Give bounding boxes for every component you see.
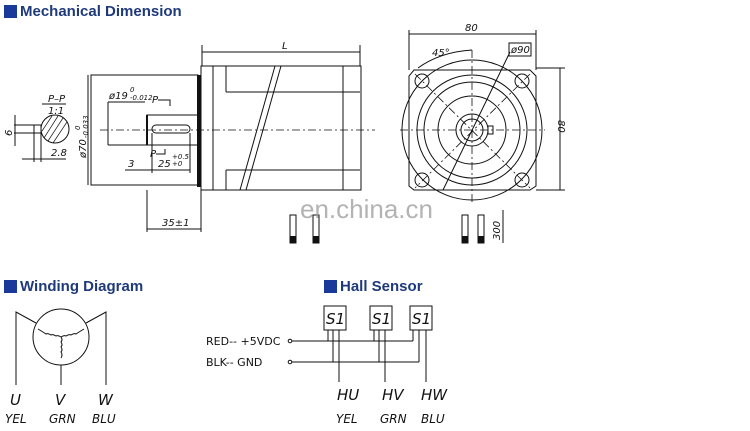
body-length-dim: L — [282, 41, 288, 52]
lead-length-dim: 300 — [492, 221, 503, 240]
hall-hu-label: HU — [337, 386, 359, 404]
sensor-2-label: S1 — [372, 310, 391, 328]
motor-front-view: 80 ø90 45° 80 300 — [400, 23, 566, 244]
key-depth-dim: 2.8 — [51, 148, 67, 159]
sensor-1-label: S1 — [326, 310, 345, 328]
shaft-tol-upper: 0 — [130, 86, 135, 94]
winding-diagram-header: Winding Diagram — [4, 278, 143, 295]
section-mark-bottom: P — [150, 149, 157, 160]
angle-dim: 45° — [432, 48, 450, 59]
section-label: P–P — [48, 94, 66, 105]
power-label: RED-- +5VDC — [206, 335, 281, 348]
pilot-tol-lower: -0.033 — [82, 115, 90, 138]
shaft-diameter-dim: ø19 — [108, 91, 128, 102]
flange-height-dim: 80 — [555, 120, 566, 133]
flange-width-dim: 80 — [465, 23, 478, 34]
bolt-circle-dim: ø90 — [510, 45, 530, 56]
hall-hw-label: HW — [421, 386, 448, 404]
pilot-diameter-dim: ø70 — [78, 139, 89, 159]
hall-hu-color: YEL — [336, 412, 358, 426]
hall-hv-color: GRN — [380, 412, 407, 426]
phase-v-color: GRN — [49, 412, 76, 426]
winding-diagram-title: Winding Diagram — [20, 278, 144, 295]
phase-w-label: W — [98, 391, 114, 409]
phase-u-color: YEL — [5, 412, 27, 426]
key-length-dim: 25 — [158, 159, 171, 170]
header-square-icon — [4, 280, 17, 293]
motor-side-view: L ø19 0 -0.012 P P ø70 0 -0.033 3 25 +0.… — [74, 41, 375, 244]
key-width-dim: 6 — [4, 130, 15, 136]
sensor-3-label: S1 — [412, 310, 431, 328]
pilot-tol-upper: 0 — [74, 125, 82, 130]
header-square-icon — [4, 5, 17, 18]
phase-w-color: BLU — [92, 412, 116, 426]
hall-hv-label: HV — [382, 386, 405, 404]
hall-sensor-diagram: S1 S1 S1 RED-- +5VDC BLK-- GND HU HV HW … — [206, 305, 448, 426]
header-square-icon — [324, 280, 337, 293]
mechanical-dimension-header: Mechanical Dimension — [4, 3, 182, 20]
hall-sensor-header: Hall Sensor — [324, 278, 423, 295]
mechanical-dimension-title: Mechanical Dimension — [20, 3, 182, 20]
key-tol-lower: +0 — [172, 160, 183, 168]
hall-hw-color: BLU — [421, 412, 445, 426]
hall-sensor-title: Hall Sensor — [340, 278, 423, 295]
phase-v-label: V — [55, 391, 67, 409]
ground-label: BLK-- GND — [206, 356, 262, 369]
shaft-section-view: P–P 1:1 6 2.8 — [4, 94, 70, 162]
phase-u-label: U — [10, 391, 21, 409]
shaft-length-dim: 35±1 — [162, 218, 189, 229]
shaft-tol-lower: -0.012 — [130, 94, 153, 102]
winding-diagram: U V W YEL GRN BLU — [5, 308, 116, 426]
watermark: en.china.cn — [300, 194, 433, 224]
key-tol-upper: +0.5 — [172, 153, 190, 161]
key-offset-dim: 3 — [128, 159, 134, 170]
section-mark-top: P — [152, 95, 159, 106]
section-scale: 1:1 — [48, 106, 64, 117]
